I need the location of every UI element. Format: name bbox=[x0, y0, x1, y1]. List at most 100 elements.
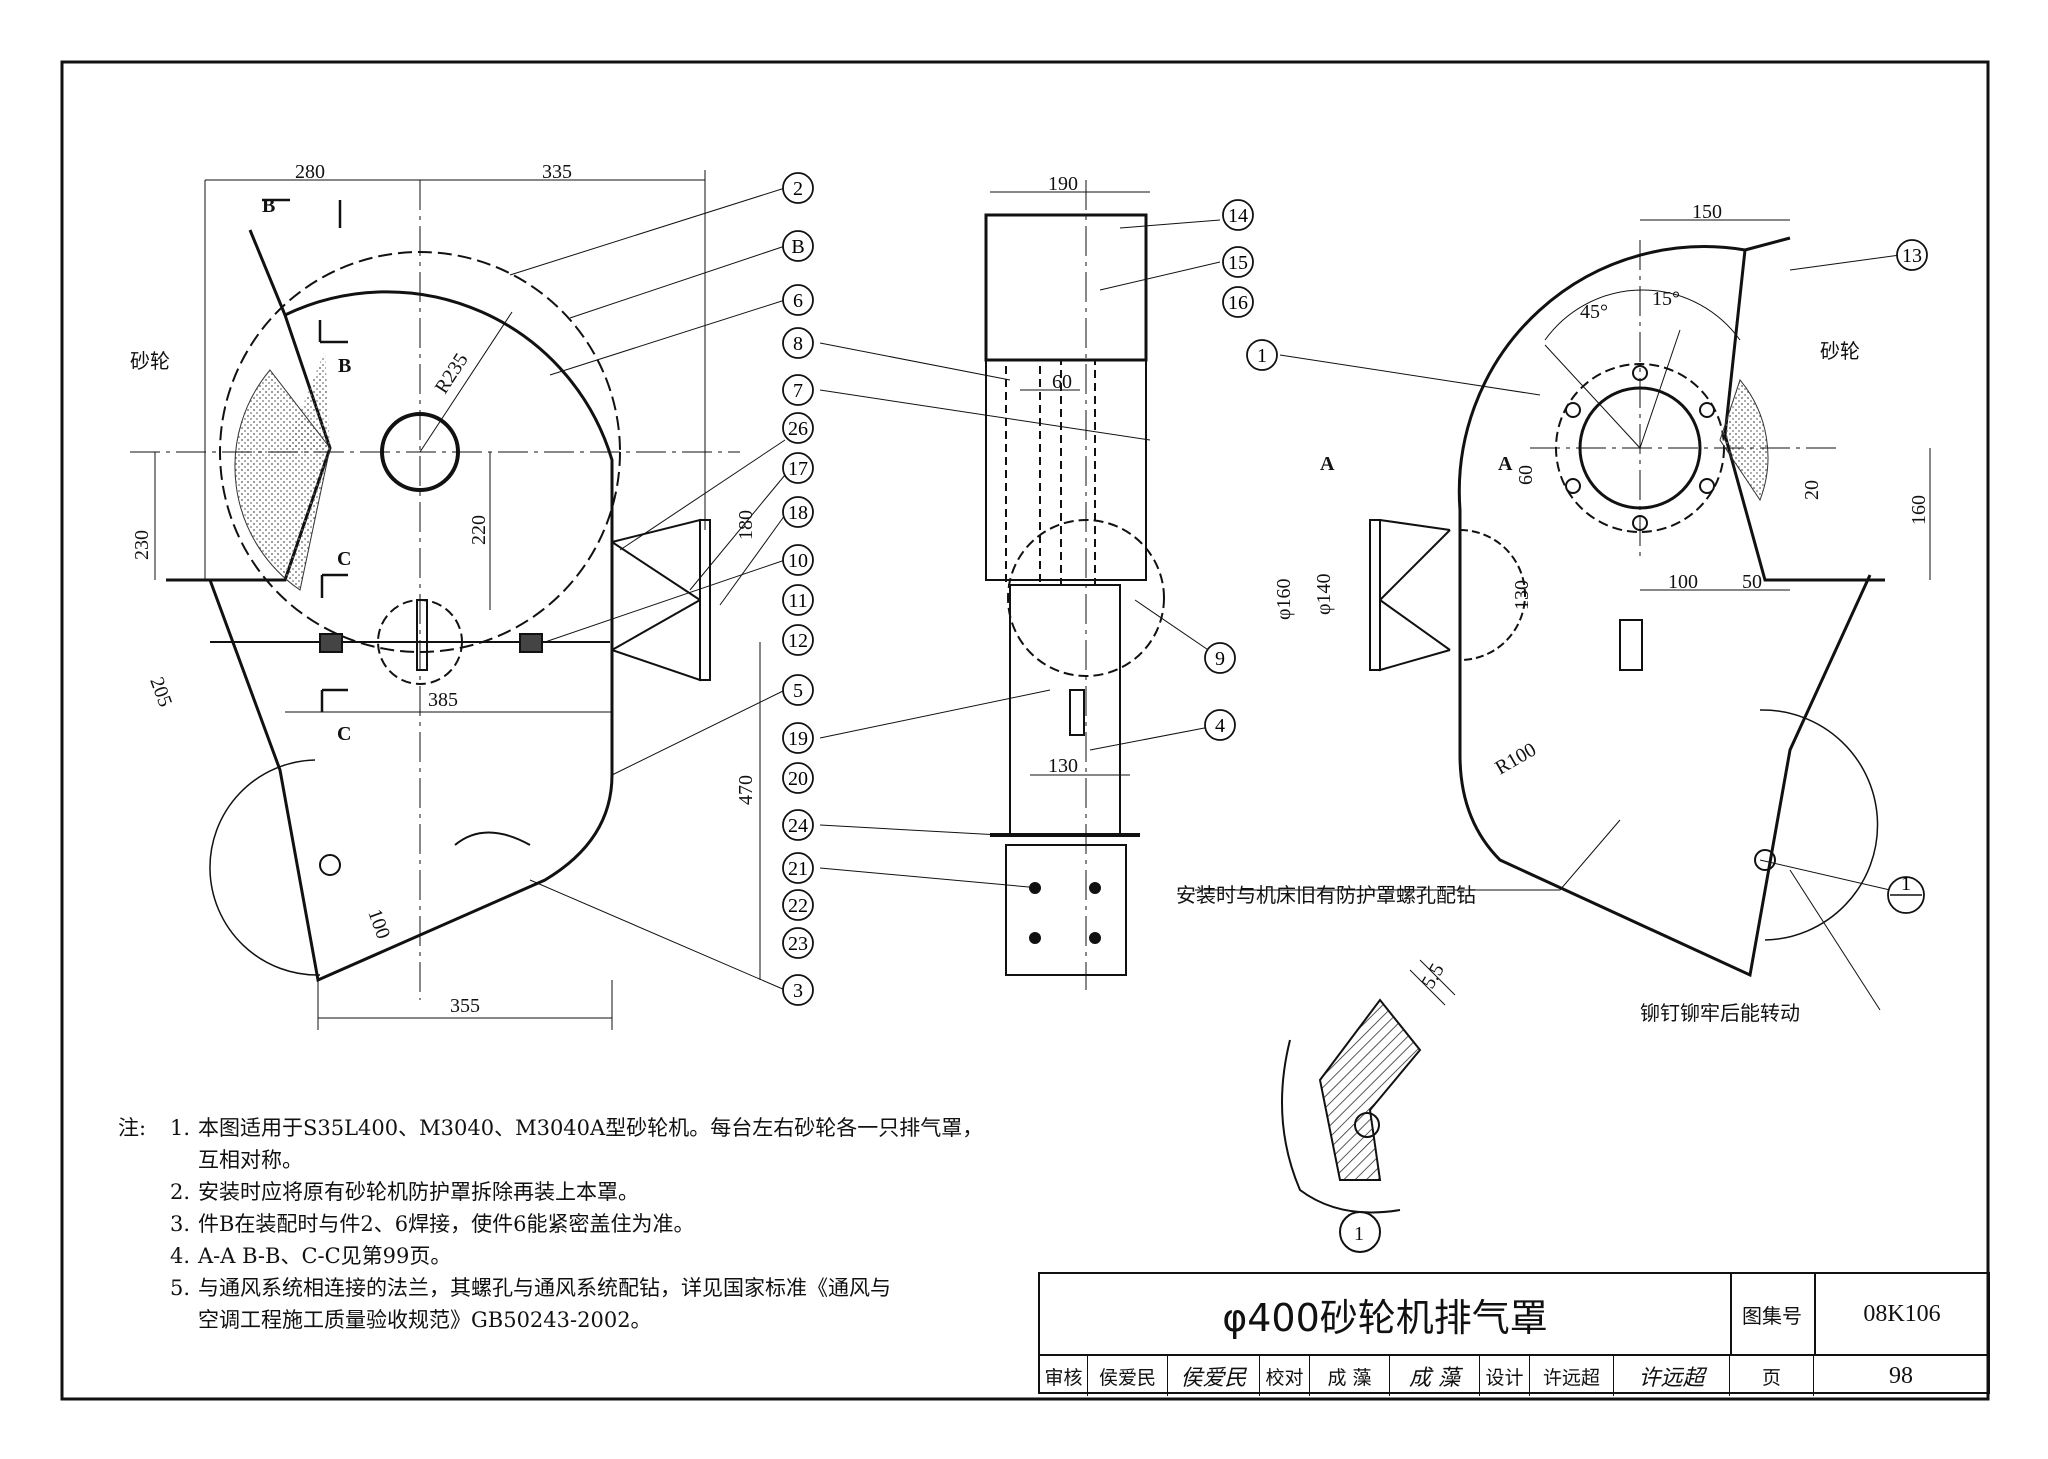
callout-label: 3 bbox=[793, 980, 803, 1002]
page-number: 98 bbox=[1889, 1362, 1913, 1389]
dim-60: 60 bbox=[1052, 371, 1072, 393]
callout-4: 4 bbox=[1204, 709, 1236, 741]
section-c-top: C bbox=[337, 548, 351, 570]
dim-r235: R235 bbox=[431, 349, 473, 397]
page-label: 页 bbox=[1730, 1356, 1814, 1396]
dim-230: 230 bbox=[131, 530, 153, 560]
callout-15: 15 bbox=[1222, 246, 1254, 278]
callout-10: 10 bbox=[782, 544, 814, 576]
wheel-label-left: 砂轮 bbox=[130, 349, 170, 373]
dim-205: 205 bbox=[145, 674, 176, 710]
callout-label: 10 bbox=[788, 550, 808, 572]
notes: 注: 1. 本图适用于S35L400、M3040、M3040A型砂轮机。每台左右… bbox=[118, 1112, 1038, 1336]
side-view bbox=[819, 180, 1221, 990]
checker-name: 成 藻 bbox=[1310, 1356, 1390, 1396]
dim-470: 470 bbox=[735, 775, 757, 805]
dim-50: 50 bbox=[1742, 571, 1762, 593]
dim-280: 280 bbox=[295, 161, 325, 183]
dim-220: 220 bbox=[468, 515, 490, 545]
reviewer-name: 侯爱民 bbox=[1088, 1356, 1168, 1396]
note-2: 2. 安装时应将原有砂轮机防护罩拆除再装上本罩。 bbox=[169, 1180, 639, 1204]
callout-group: 2B68726171810111251920242122233141516941… bbox=[782, 172, 1928, 1006]
dim-335: 335 bbox=[542, 161, 572, 183]
note-3: 3. 件B在装配时与件2、6焊接，使件6能紧密盖住为准。 bbox=[169, 1212, 695, 1236]
dim-r100: R100 bbox=[1492, 739, 1541, 780]
callout-label: 5 bbox=[793, 680, 803, 702]
callout-label: 6 bbox=[793, 290, 803, 312]
dim-385: 385 bbox=[428, 689, 458, 711]
wheel-label-right: 砂轮 bbox=[1820, 339, 1860, 363]
dim-100: 100 bbox=[363, 906, 394, 942]
section-a-left: A bbox=[1320, 453, 1335, 475]
dim-355: 355 bbox=[450, 995, 480, 1017]
callout-label: 7 bbox=[793, 380, 803, 402]
callout-label: 19 bbox=[788, 728, 808, 750]
callout-label: 13 bbox=[1902, 245, 1922, 267]
callout-8: 8 bbox=[782, 327, 814, 359]
callout-16: 16 bbox=[1222, 286, 1254, 318]
callout-label: 24 bbox=[788, 815, 808, 837]
callout-26: 26 bbox=[782, 412, 814, 444]
section-a-right: A bbox=[1498, 453, 1513, 475]
callout-7: 7 bbox=[782, 374, 814, 406]
reviewer-signature: 侯爱民 bbox=[1168, 1356, 1260, 1396]
note-5: 5. 与通风系统相连接的法兰，其螺孔与通风系统配钻，详见国家标准《通风与 bbox=[169, 1276, 891, 1300]
callout-label: 26 bbox=[788, 418, 808, 440]
dim-190: 190 bbox=[1048, 173, 1078, 195]
detail-marker bbox=[1339, 1211, 1381, 1253]
designer-name: 许远超 bbox=[1530, 1356, 1614, 1396]
callout-24: 24 bbox=[782, 809, 814, 841]
drawing-title: φ400砂轮机排气罩 bbox=[1040, 1274, 1732, 1354]
callout-label: 17 bbox=[788, 458, 808, 480]
dim-phi140: φ140 bbox=[1313, 573, 1335, 615]
callout-9: 9 bbox=[1204, 642, 1236, 674]
review-label: 审核 bbox=[1040, 1356, 1088, 1396]
callout-1: 1 bbox=[1246, 339, 1278, 371]
callout-label: 20 bbox=[788, 768, 808, 790]
callout-label: 18 bbox=[788, 502, 808, 524]
callout-5: 5 bbox=[782, 674, 814, 706]
checker-signature: 成 藻 bbox=[1390, 1356, 1480, 1396]
note-1-cont: 互相对称。 bbox=[198, 1148, 303, 1172]
callout-label: 8 bbox=[793, 333, 803, 355]
dim-150: 150 bbox=[1692, 201, 1722, 223]
detail-callout-label: 1 bbox=[1901, 873, 1911, 895]
callout-23: 23 bbox=[782, 927, 814, 959]
title-block: φ400砂轮机排气罩 图集号 08K106 审核 侯爱民 侯爱民 校对 成 藻 … bbox=[1038, 1272, 1990, 1396]
callout-22: 22 bbox=[782, 889, 814, 921]
section-b-top: B bbox=[262, 195, 275, 217]
callout-label: 22 bbox=[788, 895, 808, 917]
design-label: 设计 bbox=[1480, 1356, 1530, 1396]
dim-45deg: 45° bbox=[1580, 301, 1608, 323]
note-rivet: 铆钉铆牢后能转动 bbox=[1640, 1001, 1800, 1025]
callout-17: 17 bbox=[782, 452, 814, 484]
callout-label: 23 bbox=[788, 933, 808, 955]
detail-callout: 1 bbox=[1887, 873, 1925, 914]
callout-label: 4 bbox=[1215, 715, 1225, 737]
callout-label: 9 bbox=[1215, 648, 1225, 670]
dim-180: 180 bbox=[735, 510, 757, 540]
notes-label: 注: bbox=[118, 1116, 147, 1140]
callout-label: 16 bbox=[1228, 292, 1248, 314]
atlas-number: 08K106 bbox=[1863, 1300, 1941, 1327]
callout-label: B bbox=[791, 236, 804, 258]
front-view bbox=[130, 170, 786, 1030]
note-4: 4. A-A B-B、C-C见第99页。 bbox=[169, 1244, 452, 1268]
note-drill: 安装时与机床旧有防护罩螺孔配钻 bbox=[1176, 883, 1476, 907]
callout-label: 2 bbox=[793, 178, 803, 200]
dim-100b: 100 bbox=[1668, 571, 1698, 593]
callout-13: 13 bbox=[1896, 239, 1928, 271]
callout-18: 18 bbox=[782, 496, 814, 528]
callout-19: 19 bbox=[782, 722, 814, 754]
callout-11: 11 bbox=[782, 584, 814, 616]
callout-12: 12 bbox=[782, 624, 814, 656]
sheet-frame bbox=[60, 60, 1990, 1401]
note-1: 注: 1. 本图适用于S35L400、M3040、M3040A型砂轮机。每台左右… bbox=[118, 1112, 1038, 1144]
callout-3: 3 bbox=[782, 974, 814, 1006]
right-view bbox=[1195, 219, 1931, 1011]
callout-label: 11 bbox=[788, 590, 807, 612]
callout-2: 2 bbox=[782, 172, 814, 204]
note-5-cont: 空调工程施工质量验收规范》GB50243-2002。 bbox=[198, 1308, 652, 1332]
dim-130b: 130 bbox=[1511, 580, 1533, 610]
